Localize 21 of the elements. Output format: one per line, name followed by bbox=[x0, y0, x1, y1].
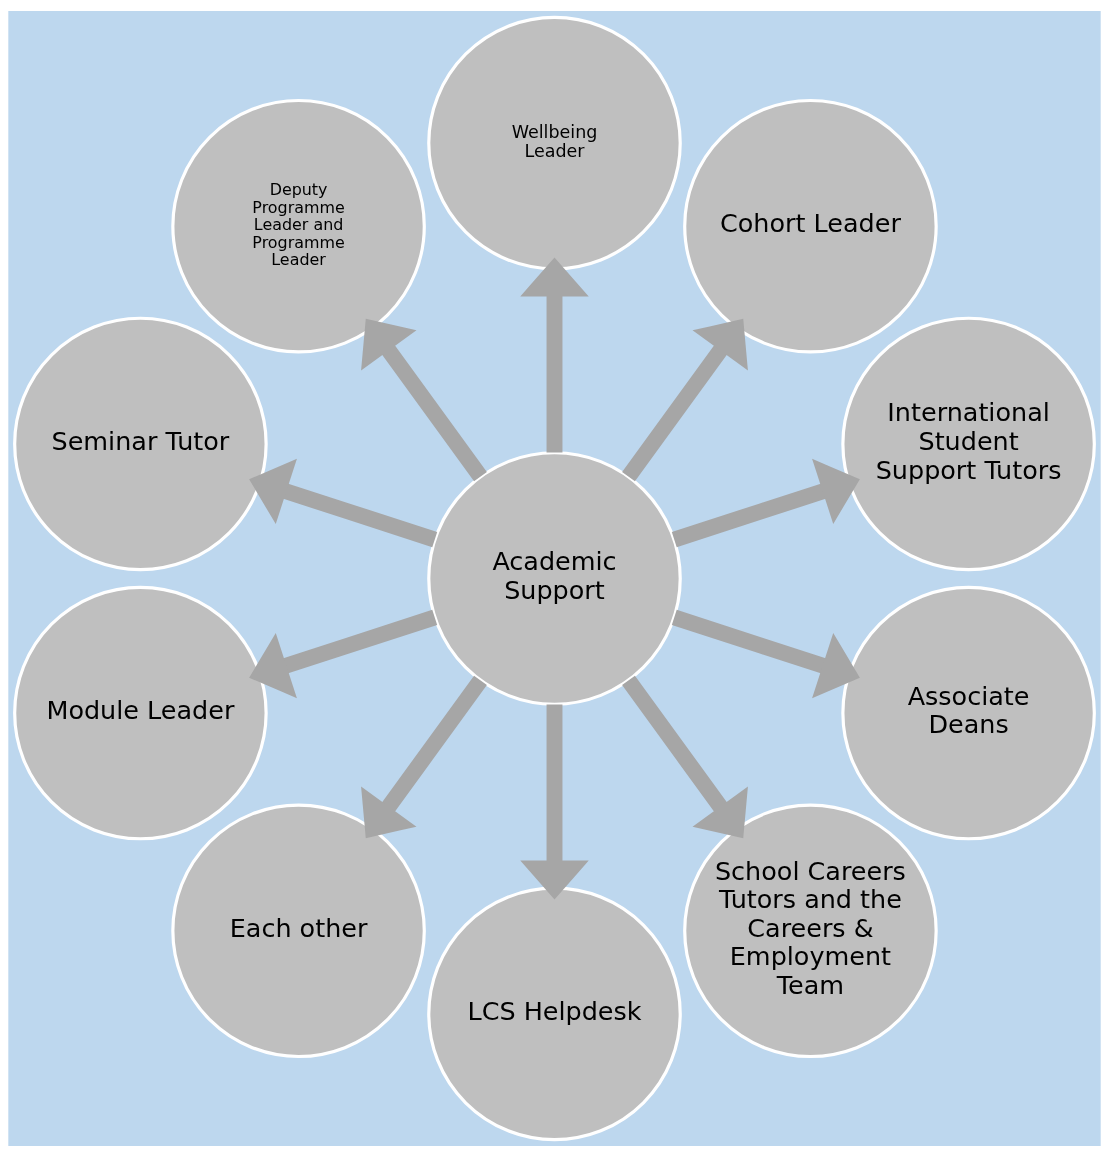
arrow bbox=[249, 609, 438, 699]
arrow bbox=[671, 458, 860, 548]
node-circle: Module Leader bbox=[13, 585, 268, 841]
arrow bbox=[622, 675, 748, 839]
node-circle: Each other bbox=[171, 803, 426, 1059]
node-circle: Deputy Programme Leader and Programme Leader bbox=[171, 98, 426, 354]
node-circle: LCS Helpdesk bbox=[427, 886, 682, 1142]
arrow bbox=[249, 458, 438, 548]
node-circle: International Student Support Tutors bbox=[841, 316, 1096, 572]
node-circle: Wellbeing Leader bbox=[427, 15, 682, 271]
arrow bbox=[361, 675, 487, 839]
node-circle: Seminar Tutor bbox=[13, 316, 268, 572]
arrow bbox=[520, 704, 589, 900]
node-circle: School Careers Tutors and the Careers & Employment Team bbox=[683, 803, 938, 1059]
arrow bbox=[520, 257, 589, 453]
node-circle: Academic Support bbox=[427, 451, 682, 706]
node-circle: Cohort Leader bbox=[683, 98, 938, 354]
arrow bbox=[622, 318, 748, 482]
node-circle: Associate Deans bbox=[841, 585, 1096, 841]
arrow bbox=[361, 318, 487, 482]
arrow bbox=[671, 609, 860, 699]
